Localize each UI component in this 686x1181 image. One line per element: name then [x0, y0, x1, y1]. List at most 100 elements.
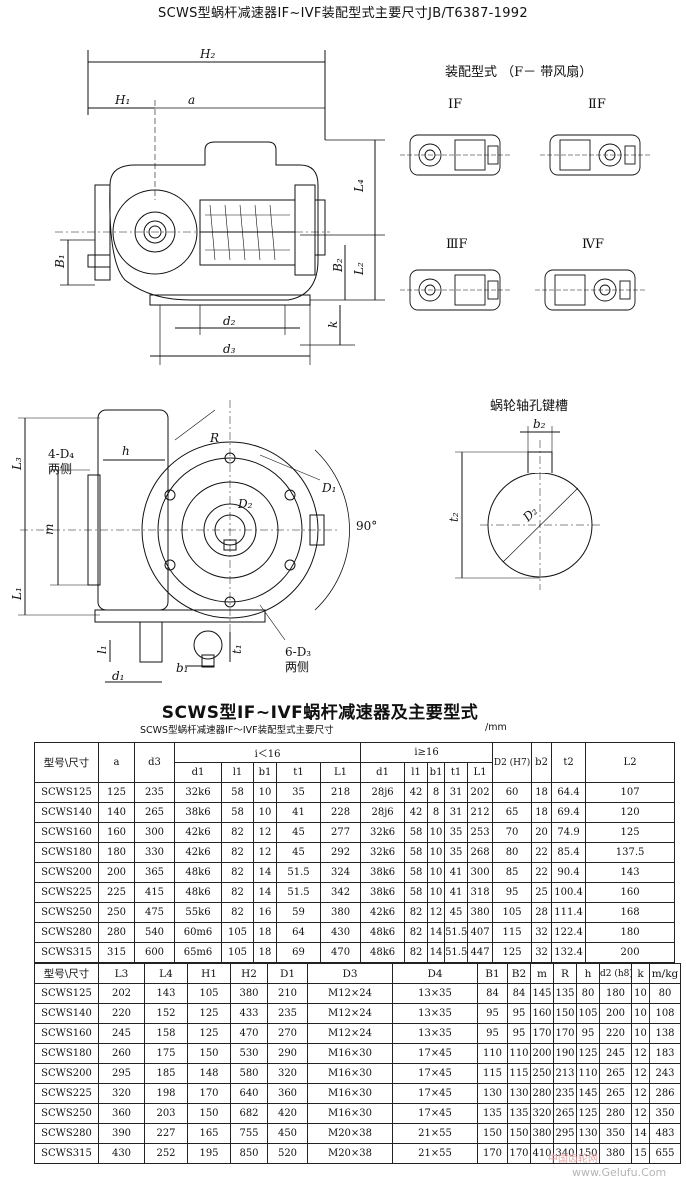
table1-cell: 64.4	[551, 782, 587, 803]
table1-cell: 82	[404, 922, 429, 943]
table2-header-cell: H1	[187, 963, 231, 984]
table1-cell: 32k6	[174, 782, 222, 803]
table2-cell: 125	[576, 1103, 600, 1124]
table2-model-cell: SCWS180	[34, 1043, 99, 1064]
table2-cell: 110	[576, 1063, 600, 1084]
table2-cell: 170	[553, 1023, 577, 1044]
keyway-detail	[455, 426, 600, 590]
table1-cell: 48k6	[360, 922, 406, 943]
table2-model-cell: SCWS125	[34, 983, 99, 1004]
table1-cell: 18	[253, 922, 277, 943]
table1-cell: 180	[98, 842, 135, 863]
assembly-forms	[400, 134, 650, 311]
table1-cell: 447	[467, 942, 494, 963]
table2-cell: 235	[553, 1083, 577, 1104]
table2-cell: M20×38	[307, 1143, 393, 1164]
label-h: h	[122, 444, 130, 458]
table2-cell: 265	[599, 1083, 632, 1104]
watermark-url: www.Gelufu.Com	[572, 1166, 667, 1179]
table1-group-ge16: i≥16	[360, 742, 494, 763]
table2-cell: 640	[230, 1083, 268, 1104]
table1-cell: 58	[221, 802, 254, 823]
table1-cell: 18	[531, 802, 553, 823]
table1-cell: 125	[98, 782, 135, 803]
table2-cell: 84	[477, 983, 508, 1004]
table1-cell: 12	[427, 902, 446, 923]
table1-cell: 600	[134, 942, 175, 963]
table2-cell: 138	[649, 1023, 681, 1044]
table1-cell: 218	[319, 782, 362, 803]
table2-cell: 12	[631, 1103, 650, 1124]
table1-cell: 10	[253, 802, 277, 823]
table2-cell: 245	[98, 1023, 145, 1044]
table1-cell: 38k6	[360, 882, 406, 903]
table2-cell: 682	[230, 1103, 268, 1124]
table1-cell: 58	[221, 782, 254, 803]
table1-cell: 58	[404, 862, 429, 883]
table1-group-lt16: i＜16	[173, 742, 362, 763]
table1-cell: 168	[585, 902, 676, 923]
table2-cell: 320	[530, 1103, 554, 1124]
table1-sub-ge-d1: d1	[360, 762, 406, 783]
table2-cell: 380	[599, 1143, 632, 1164]
table2-cell: 220	[98, 1003, 145, 1024]
table1-cell: 45	[276, 822, 321, 843]
table2-header-cell: L3	[98, 963, 145, 984]
table2-cell: 110	[477, 1043, 508, 1064]
table2-header-cell: d2 (h8)	[599, 963, 632, 984]
table2-model-cell: SCWS250	[34, 1103, 99, 1124]
table1-cell: 28	[531, 902, 553, 923]
table2-cell: 198	[144, 1083, 188, 1104]
table2-cell: M12×24	[307, 1003, 393, 1024]
label-R: R	[209, 431, 219, 445]
table1-cell: 16	[253, 902, 277, 923]
form-label-IIIF: ⅢF	[446, 237, 468, 252]
table2-cell: M16×30	[307, 1063, 393, 1084]
table1-cell: 540	[134, 922, 175, 943]
table1-cell: 324	[319, 862, 362, 883]
table1-cell: 82	[221, 882, 254, 903]
form-label-IVF: ⅣF	[582, 237, 604, 252]
table1-cell: 48k6	[360, 942, 406, 963]
table1-cell: 32	[531, 922, 553, 943]
table1-cell: 64	[276, 922, 321, 943]
table2-model-cell: SCWS315	[34, 1143, 99, 1164]
table2-header-cell: h	[576, 963, 600, 984]
table1-cell: 132.4	[551, 942, 587, 963]
table1-cell: 58	[404, 882, 429, 903]
table1-cell: 35	[276, 782, 321, 803]
table2-cell: 12	[631, 1043, 650, 1064]
table1-cell: 300	[134, 822, 175, 843]
table2-cell: 135	[477, 1103, 508, 1124]
table1-cell: 111.4	[551, 902, 587, 923]
table1-cell: 160	[585, 882, 676, 903]
table2-cell: 213	[553, 1063, 577, 1084]
table1-cell: 14	[427, 922, 446, 943]
table2-cell: 115	[477, 1063, 508, 1084]
table2-cell: M20×38	[307, 1123, 393, 1144]
table1-cell: 470	[319, 942, 362, 963]
table1-cell: 137.5	[585, 842, 676, 863]
table1-cell: 105	[492, 902, 533, 923]
table2-cell: M16×30	[307, 1083, 393, 1104]
table1-cell: 82	[221, 822, 254, 843]
table1-cell: 48k6	[174, 882, 222, 903]
table1-cell: 120	[585, 802, 676, 823]
label-D4-line2: 两侧	[48, 462, 72, 476]
table1-cell: 65m6	[174, 942, 222, 963]
table2-cell: 150	[187, 1043, 231, 1064]
table2-cell: 15	[631, 1143, 650, 1164]
table2-header-cell: m	[530, 963, 554, 984]
table2-cell: 175	[144, 1043, 188, 1064]
table1-cell: 45	[276, 842, 321, 863]
table2-model-cell: SCWS225	[34, 1083, 99, 1104]
table1-cell: 32k6	[360, 822, 406, 843]
label-b1: b₁	[176, 661, 189, 675]
table1-cell: 14	[253, 882, 277, 903]
